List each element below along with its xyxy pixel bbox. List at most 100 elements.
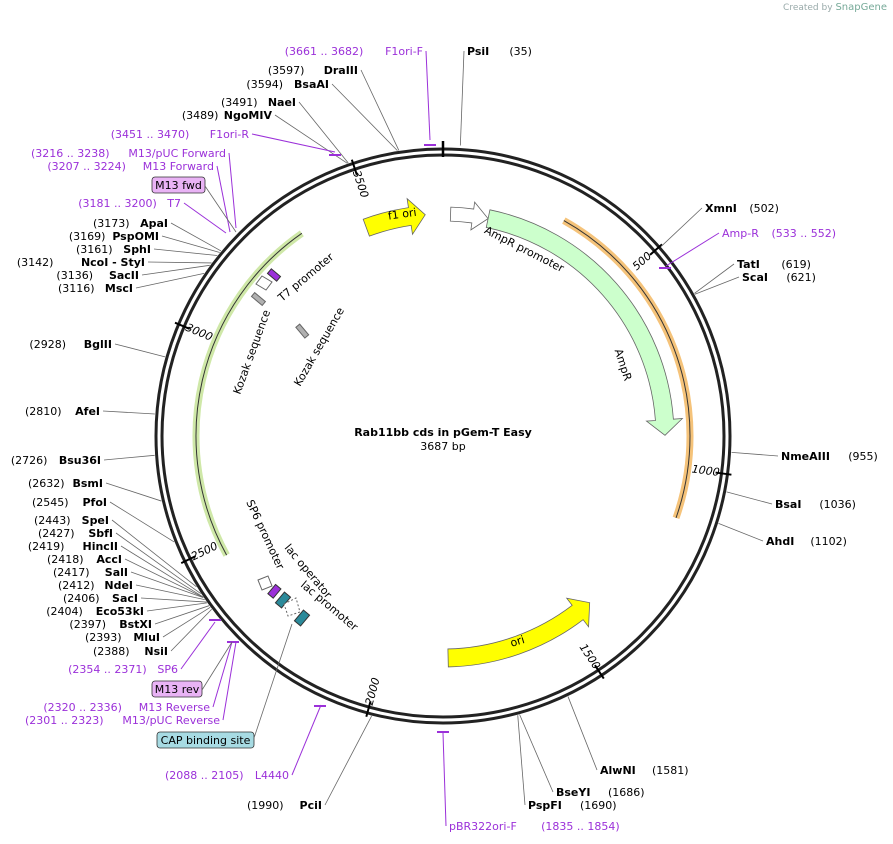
primer-amp-r-range: (533 .. 552) (772, 227, 837, 240)
primer-m13-forward-leader (216, 165, 231, 233)
primer-m13-reverse-leader (212, 641, 233, 708)
site-ngomiv-pos: (3489) (182, 109, 219, 122)
site-nsii-leader (170, 608, 212, 652)
site-naei: NaeI (268, 96, 296, 109)
site-naei-leader (298, 101, 349, 164)
site-bseyi-leader (519, 714, 554, 793)
site-scai: ScaI (742, 271, 768, 284)
tick-mark (180, 555, 197, 565)
site-xmni-pos: (502) (749, 202, 779, 215)
primer-f1ori-f-range: (3661 .. 3682) (285, 45, 364, 58)
site-saci: SacI (112, 592, 138, 605)
tick-label: 500 (630, 249, 654, 273)
site-eco53ki-pos: (2404) (46, 605, 83, 618)
site-spei: SpeI (82, 514, 109, 527)
site-pspfi-pos: (1690) (580, 799, 617, 812)
site-bglii-leader (114, 343, 166, 358)
tick-mark (649, 243, 663, 256)
site-sali-leader (130, 571, 204, 598)
site-eco53ki-leader (146, 602, 208, 612)
site-pfoi-leader (109, 501, 175, 543)
feature-ori-arrow (447, 597, 591, 668)
label-m13-fwd-box (151, 176, 206, 194)
site-acci-pos: (2418) (47, 553, 84, 566)
site-draiii: DraIII (324, 64, 358, 77)
site-bsaai-leader (331, 83, 398, 151)
site-ngomiv: NgoMIV (224, 109, 273, 122)
primer-sp6-range: (2354 .. 2371) (68, 663, 147, 676)
tick-mark (365, 701, 372, 717)
site-draiii-leader (360, 69, 400, 151)
site-nsii-pos: (2388) (93, 645, 130, 658)
site-ahdi-leader (718, 523, 764, 542)
site-tati: TatI (737, 258, 760, 271)
plasmid-length: 3687 bp (420, 440, 465, 453)
site-scai-leader (694, 276, 740, 295)
site-sacii-pos: (3136) (56, 269, 93, 282)
site-bsmi-pos: (2632) (28, 477, 65, 490)
site-hincii-leader (120, 545, 204, 598)
site-sacii: SacII (109, 269, 139, 282)
tick-label: 1500 (577, 641, 603, 672)
site-psii: PsiI (467, 45, 489, 58)
t7-primer-mark (266, 268, 282, 282)
site-bsai-leader (726, 491, 773, 505)
site-bglii-pos: (2928) (29, 338, 66, 351)
site-hincii-pos: (2419) (28, 540, 65, 553)
primer-pbr322ori-f: pBR322ori-F (449, 820, 517, 833)
lac-promoter-mark (283, 597, 301, 617)
label-m13-rev: M13 rev (155, 683, 200, 696)
site-tati-pos: (619) (781, 258, 811, 271)
tick-mark (174, 321, 191, 330)
site-pspomi: PspOMI (112, 230, 159, 243)
primer-f1ori-f: F1ori-F (385, 45, 423, 58)
site-bstxi: BstXI (119, 618, 152, 631)
kozak-mark-2 (295, 323, 310, 339)
primer-t7-range: (3181 .. 3200) (78, 197, 157, 210)
site-pspfi-leader (517, 715, 526, 806)
site-mlui-pos: (2393) (85, 631, 122, 644)
site-ahdi: AhdI (766, 535, 794, 548)
site-bsu36i-leader (103, 454, 155, 461)
amp-r-primer-line (563, 220, 691, 519)
site-sali: SalI (105, 566, 128, 579)
primer-m13-puc-reverse: M13/pUC Reverse (122, 714, 220, 727)
tick-label: 3500 (350, 169, 371, 200)
site-msci-leader (135, 272, 205, 289)
site-sphi-pos: (3161) (76, 243, 113, 256)
site-alwni-leader (567, 696, 598, 771)
site-xmni-leader (660, 207, 703, 247)
site-pfoi-pos: (2545) (32, 496, 69, 509)
site-pcii: PciI (300, 799, 322, 812)
site-alwni: AlwNI (600, 764, 636, 777)
snapgene-logo-text: SnapGene (835, 2, 887, 13)
plasmid-name: Rab11bb cds in pGem-T Easy (354, 426, 532, 439)
site-xmni: XmnI (705, 202, 737, 215)
site-psii-leader (459, 50, 465, 146)
site-sbfi: SbfI (88, 527, 113, 540)
site-nmeaiii-leader (731, 451, 779, 457)
feature-label-f1-ori: f1 ori (387, 206, 417, 223)
site-afei-leader (102, 410, 155, 415)
site-bsmi-leader (105, 482, 162, 502)
primer-l4440-range: (2088 .. 2105) (165, 769, 244, 782)
primer-t7: T7 (166, 197, 181, 210)
sp6-promoter-mark (257, 575, 273, 591)
site-bsu36i: Bsu36I (59, 454, 101, 467)
site-bsu36i-pos: (2726) (11, 454, 48, 467)
site-pspfi: PspFI (528, 799, 562, 812)
site-tati-leader (694, 263, 735, 294)
site-sphi-leader (153, 248, 218, 256)
site-acci-leader (124, 558, 204, 598)
site-ncoi-styi-pos: (3142) (17, 256, 54, 269)
site-hincii: HincII (82, 540, 118, 553)
site-sali-pos: (2417) (53, 566, 90, 579)
site-draiii-pos: (3597) (268, 64, 305, 77)
tick-label: 3000 (184, 321, 215, 344)
primer-m13-puc-reverse-range: (2301 .. 2323) (25, 714, 104, 727)
site-apai-pos: (3173) (93, 217, 130, 230)
site-ngomiv-leader (274, 114, 348, 164)
primer-m13-forward-range: (3207 .. 3224) (47, 160, 126, 173)
